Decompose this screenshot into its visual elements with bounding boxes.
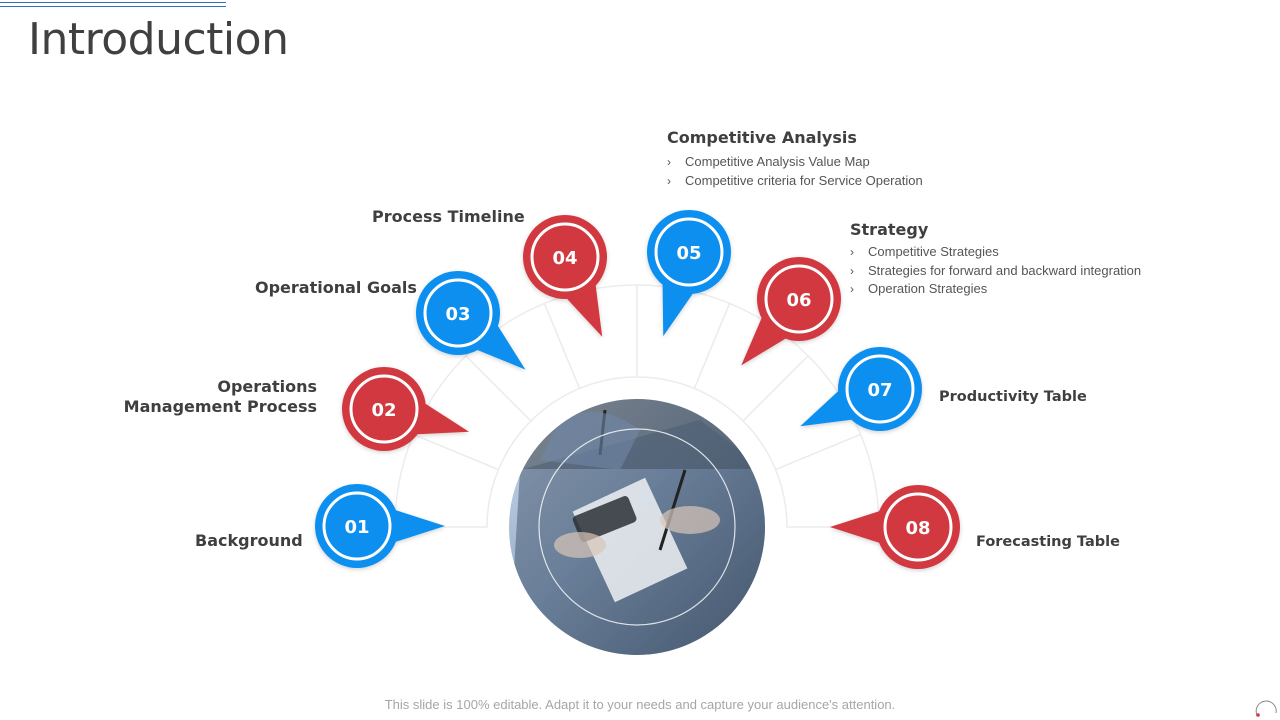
center-photo — [509, 399, 765, 655]
label-line: Operations — [217, 377, 317, 396]
circle-icon — [1255, 700, 1277, 717]
label-operations-management-process: Operations Management Process — [124, 377, 317, 417]
list-item-text: Competitive criteria for Service Operati… — [685, 172, 923, 188]
label-process-timeline: Process Timeline — [372, 207, 525, 226]
pin-tail — [395, 510, 445, 542]
list-item: › Competitive criteria for Service Operat… — [667, 172, 923, 191]
list-item-text: Strategies for forward and backward inte… — [868, 262, 1142, 278]
top-rule-2 — [0, 6, 226, 7]
list-item-text: Operation Strategies — [868, 281, 988, 296]
label-line: Management Process — [123, 397, 317, 416]
pin-number: 05 — [676, 243, 701, 264]
list-item-text: Competitive Analysis Value Map — [685, 154, 870, 169]
page-title: Introduction — [28, 14, 289, 65]
pin-04: 04 — [523, 215, 607, 337]
pin-01: 01 — [315, 484, 445, 568]
chevron-right-icon: › — [850, 282, 854, 296]
list-item: › Competitive Analysis Value Map — [667, 153, 923, 172]
footer-note: This slide is 100% editable. Adapt it to… — [384, 697, 896, 712]
chevron-right-icon: › — [667, 155, 671, 169]
strategy-list: › Competitive Strategies › Strategies for … — [850, 243, 1141, 299]
pin-tail — [567, 285, 603, 337]
pin-05: 05 — [647, 210, 731, 337]
label-operational-goals: Operational Goals — [255, 278, 417, 297]
pin-tail — [800, 391, 852, 427]
pin-number: 01 — [344, 517, 369, 538]
list-item: › Competitive Strategies — [850, 243, 1141, 262]
pin-number: 06 — [786, 290, 811, 311]
chevron-right-icon: › — [850, 245, 854, 259]
pin-tail — [417, 403, 470, 435]
pin-08: 08 — [830, 485, 960, 569]
chevron-right-icon: › — [667, 173, 671, 188]
pin-03: 03 — [416, 271, 526, 370]
label-strategy: Strategy — [850, 220, 929, 239]
competitive-analysis-list: › Competitive Analysis Value Map › Competi… — [667, 153, 923, 190]
label-productivity-table: Productivity Table — [939, 389, 1087, 405]
pin-number: 08 — [905, 518, 930, 539]
label-background: Background — [195, 531, 303, 550]
pins: 01 02 03 04 05 06 07 08 — [315, 210, 960, 569]
label-forecasting-table: Forecasting Table — [976, 534, 1120, 550]
pin-number: 02 — [371, 400, 396, 421]
pin-02: 02 — [342, 367, 470, 451]
pin-tail — [662, 284, 693, 337]
pin-number: 07 — [867, 380, 892, 401]
list-item: › Strategies for forward and backward int… — [850, 262, 1141, 281]
pin-tail — [830, 511, 880, 543]
label-competitive-analysis: Competitive Analysis — [667, 128, 857, 147]
pin-number: 03 — [445, 304, 470, 325]
pin-06: 06 — [741, 257, 841, 366]
pin-number: 04 — [552, 248, 577, 269]
list-item: › Operation Strategies — [850, 280, 1141, 299]
top-rule-1 — [0, 2, 226, 3]
pin-07: 07 — [800, 347, 922, 431]
chevron-right-icon: › — [850, 263, 854, 278]
list-item-text: Competitive Strategies — [868, 244, 999, 259]
arc-segments — [394, 284, 880, 528]
